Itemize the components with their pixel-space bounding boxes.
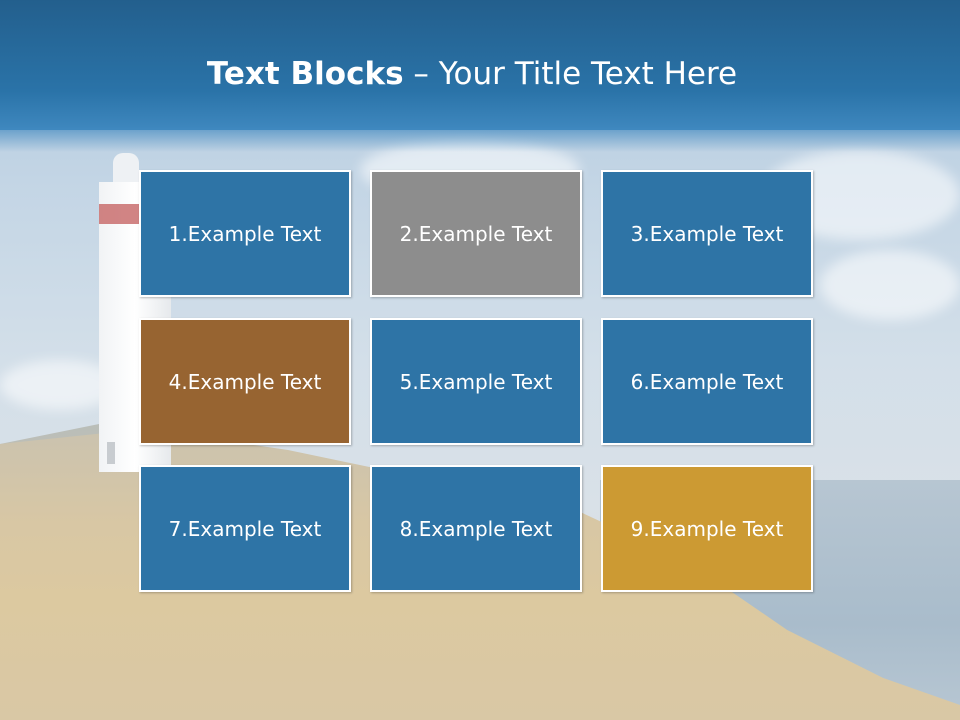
text-block-6[interactable]: 6.Example Text xyxy=(601,318,813,445)
text-block-label: 2.Example Text xyxy=(399,221,553,246)
text-block-label: 7.Example Text xyxy=(168,516,322,541)
background-cloud xyxy=(820,250,960,320)
text-block-2[interactable]: 2.Example Text xyxy=(370,170,582,297)
text-block-9[interactable]: 9.Example Text xyxy=(601,465,813,592)
text-block-label: 4.Example Text xyxy=(168,369,322,394)
text-block-7[interactable]: 7.Example Text xyxy=(139,465,351,592)
title-separator: – xyxy=(403,56,439,92)
lighthouse-door xyxy=(107,442,115,464)
text-block-8[interactable]: 8.Example Text xyxy=(370,465,582,592)
text-block-label: 1.Example Text xyxy=(168,221,322,246)
text-block-4[interactable]: 4.Example Text xyxy=(139,318,351,445)
text-block-1[interactable]: 1.Example Text xyxy=(139,170,351,297)
lighthouse-lantern xyxy=(113,153,139,185)
text-block-label: 5.Example Text xyxy=(399,369,553,394)
text-block-label: 8.Example Text xyxy=(399,516,553,541)
text-block-5[interactable]: 5.Example Text xyxy=(370,318,582,445)
title-bar xyxy=(0,0,960,130)
text-block-label: 9.Example Text xyxy=(630,516,784,541)
text-block-3[interactable]: 3.Example Text xyxy=(601,170,813,297)
slide-title: Text Blocks – Your Title Text Here xyxy=(0,54,944,94)
text-block-label: 6.Example Text xyxy=(630,369,784,394)
text-block-label: 3.Example Text xyxy=(630,221,784,246)
title-rest: Your Title Text Here xyxy=(438,56,738,92)
title-bar-fade xyxy=(0,128,960,152)
title-bold: Text Blocks xyxy=(206,56,404,92)
